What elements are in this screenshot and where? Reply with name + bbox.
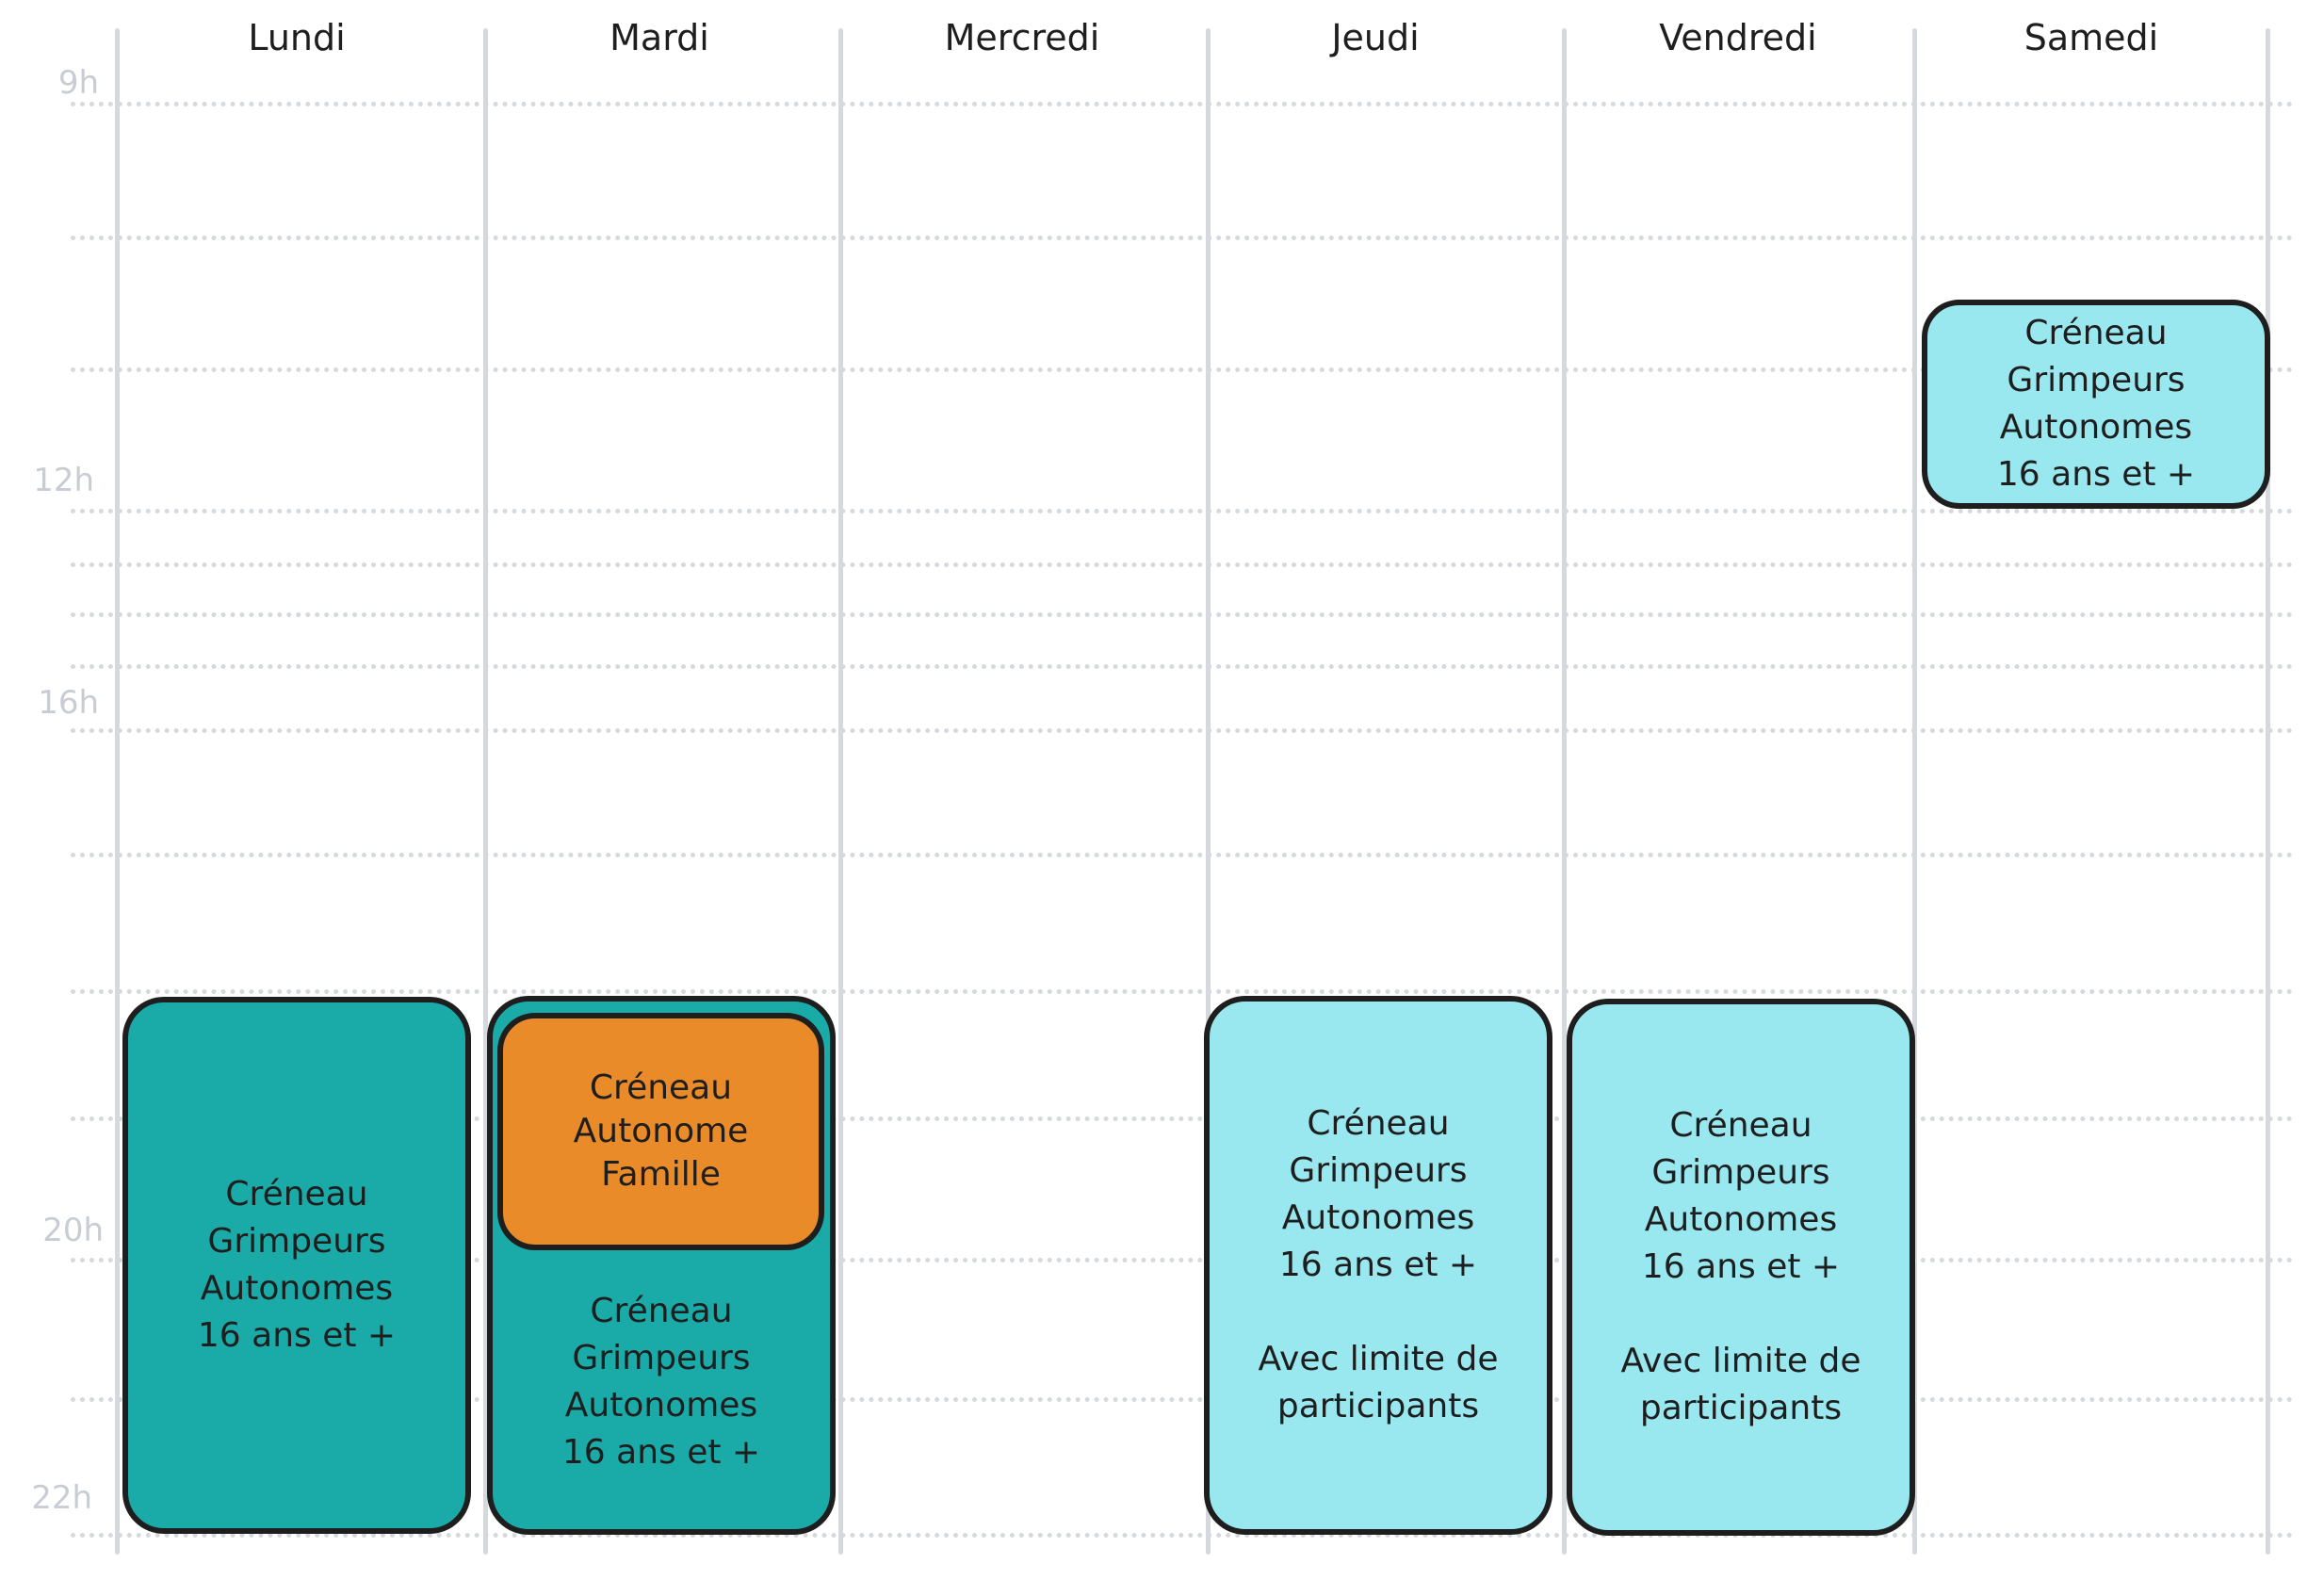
gridline	[71, 1116, 2294, 1121]
gridline	[71, 562, 2294, 567]
gridline-12h	[71, 509, 2294, 513]
gridline	[71, 236, 2294, 240]
column-divider	[2266, 28, 2270, 1555]
gridline	[71, 367, 2294, 372]
slot-lundi-label: Créneau Grimpeurs Autonomes 16 ans et +	[197, 1175, 397, 1355]
column-divider	[1562, 28, 1567, 1555]
hour-label-22h: 22h	[31, 1479, 92, 1517]
hour-label-20h: 20h	[42, 1212, 104, 1249]
gridline	[71, 989, 2294, 994]
gridline-16h	[71, 728, 2294, 733]
day-header-mercredi: Mercredi	[944, 17, 1100, 58]
column-divider	[1912, 28, 1917, 1555]
column-divider	[1206, 28, 1211, 1555]
hour-label-16h: 16h	[38, 684, 99, 722]
slot-samedi-label: Créneau Grimpeurs Autonomes 16 ans et +	[1996, 314, 2196, 494]
column-divider	[838, 28, 843, 1555]
day-header-mardi: Mardi	[609, 17, 709, 58]
day-header-vendredi: Vendredi	[1659, 17, 1817, 58]
day-header-jeudi: Jeudi	[1331, 17, 1420, 58]
hour-label-12h: 12h	[33, 462, 94, 499]
gridline-22h	[71, 1533, 2294, 1538]
day-header-lundi: Lundi	[248, 17, 346, 58]
slot-jeudi-label: Créneau Grimpeurs Autonomes 16 ans et + …	[1258, 1104, 1499, 1425]
slot-mardi-famille-label: Créneau Autonome Famille	[573, 1068, 749, 1194]
hour-label-9h: 9h	[57, 64, 99, 102]
slot-mardi-famille[interactable]: Créneau Autonome Famille	[497, 1013, 824, 1250]
column-divider	[115, 28, 120, 1555]
gridline-9h	[71, 102, 2294, 106]
gridline	[71, 1397, 2294, 1402]
gridline	[71, 664, 2294, 669]
slot-jeudi[interactable]: Créneau Grimpeurs Autonomes 16 ans et + …	[1204, 996, 1552, 1535]
gridline	[71, 853, 2294, 857]
slot-vendredi[interactable]: Créneau Grimpeurs Autonomes 16 ans et + …	[1567, 999, 1915, 1536]
day-header-samedi: Samedi	[2023, 17, 2159, 58]
slot-samedi[interactable]: Créneau Grimpeurs Autonomes 16 ans et +	[1922, 300, 2270, 509]
slot-vendredi-label: Créneau Grimpeurs Autonomes 16 ans et + …	[1620, 1106, 1861, 1427]
column-divider	[483, 28, 488, 1555]
gridline	[71, 612, 2294, 617]
slot-mardi-grimpeurs-label: Créneau Grimpeurs Autonomes 16 ans et +	[561, 1292, 761, 1472]
slot-lundi[interactable]: Créneau Grimpeurs Autonomes 16 ans et +	[122, 997, 471, 1534]
gridline-20h	[71, 1258, 2294, 1262]
